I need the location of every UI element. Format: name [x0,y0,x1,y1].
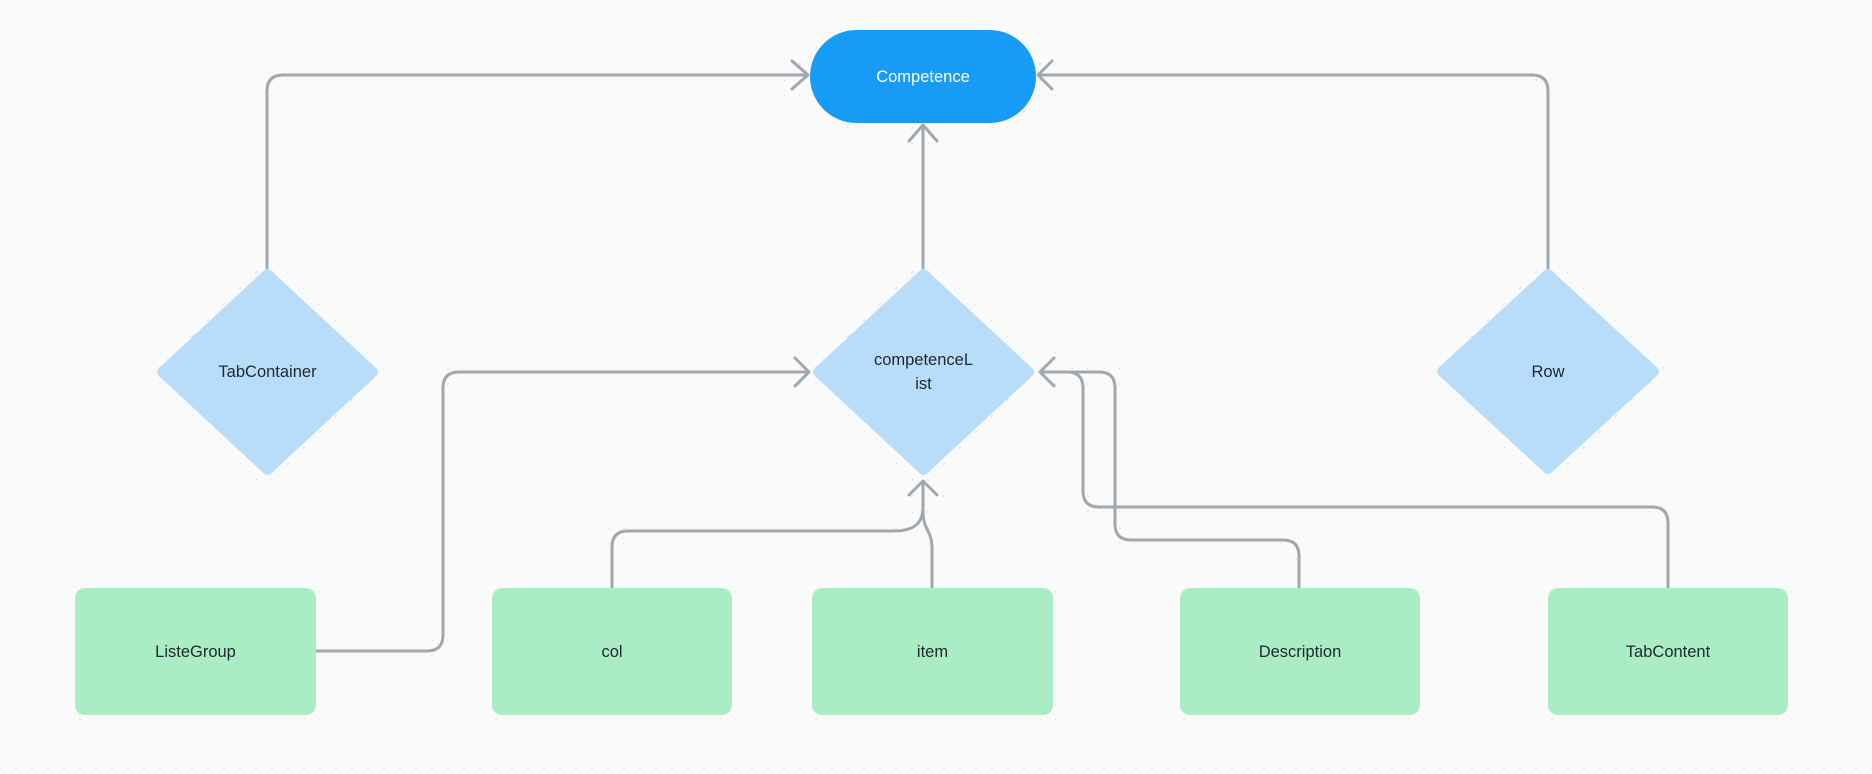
arrowhead-icon [793,356,811,388]
edge-col-competencelist[interactable] [610,504,925,590]
edge-line [1046,370,1301,590]
node-label-line2: ist [915,375,932,393]
node-label: Row [1531,362,1565,381]
node-label: Competence [876,67,970,86]
node-label: item [916,642,949,661]
edge-line [265,73,808,270]
node-label: TabContent [1625,642,1711,661]
node-label: col [601,642,623,661]
arrowhead-icon [1036,59,1054,91]
edge-item-competencelist[interactable] [907,479,939,590]
node-description[interactable]: Description [1180,588,1420,715]
edge-line [1041,370,1670,590]
edge-tabcontainer-competence[interactable] [265,59,810,270]
node-label: TabContainer [218,363,317,381]
node-label: competenceL ist [874,348,973,396]
edge-competencelist-competence[interactable] [907,123,939,270]
diamond-shape [813,269,1034,475]
edge-description-competencelist[interactable] [1046,370,1301,590]
node-competencelist[interactable]: competenceL ist [812,268,1035,476]
arrowhead-icon [1038,356,1056,388]
edge-row-competence[interactable] [1036,59,1550,272]
node-label: ListeGroup [155,642,236,661]
node-label-line1: competenceL [873,351,974,369]
node-listegroup[interactable]: ListeGroup [75,588,316,715]
edge-listegroup-competencelist[interactable] [314,356,811,653]
arrowhead-icon [907,123,939,143]
node-tabcontainer[interactable]: TabContainer [156,268,379,476]
edge-tabcontent-competencelist[interactable] [1038,356,1670,590]
arrowhead-icon [907,479,939,497]
node-row[interactable]: Row [1436,268,1660,475]
edge-line [314,370,808,653]
node-col[interactable]: col [492,588,732,715]
arrowhead-icon [790,59,810,91]
node-item[interactable]: item [812,588,1053,715]
node-tabcontent[interactable]: TabContent [1548,588,1788,715]
edge-line [610,504,925,590]
node-competence[interactable]: Competence [810,30,1036,123]
edge-line [1038,73,1550,272]
node-label: Description [1258,642,1342,661]
diamond-shape [1437,269,1659,474]
diamond-shape [157,269,378,475]
edge-line [921,509,934,590]
